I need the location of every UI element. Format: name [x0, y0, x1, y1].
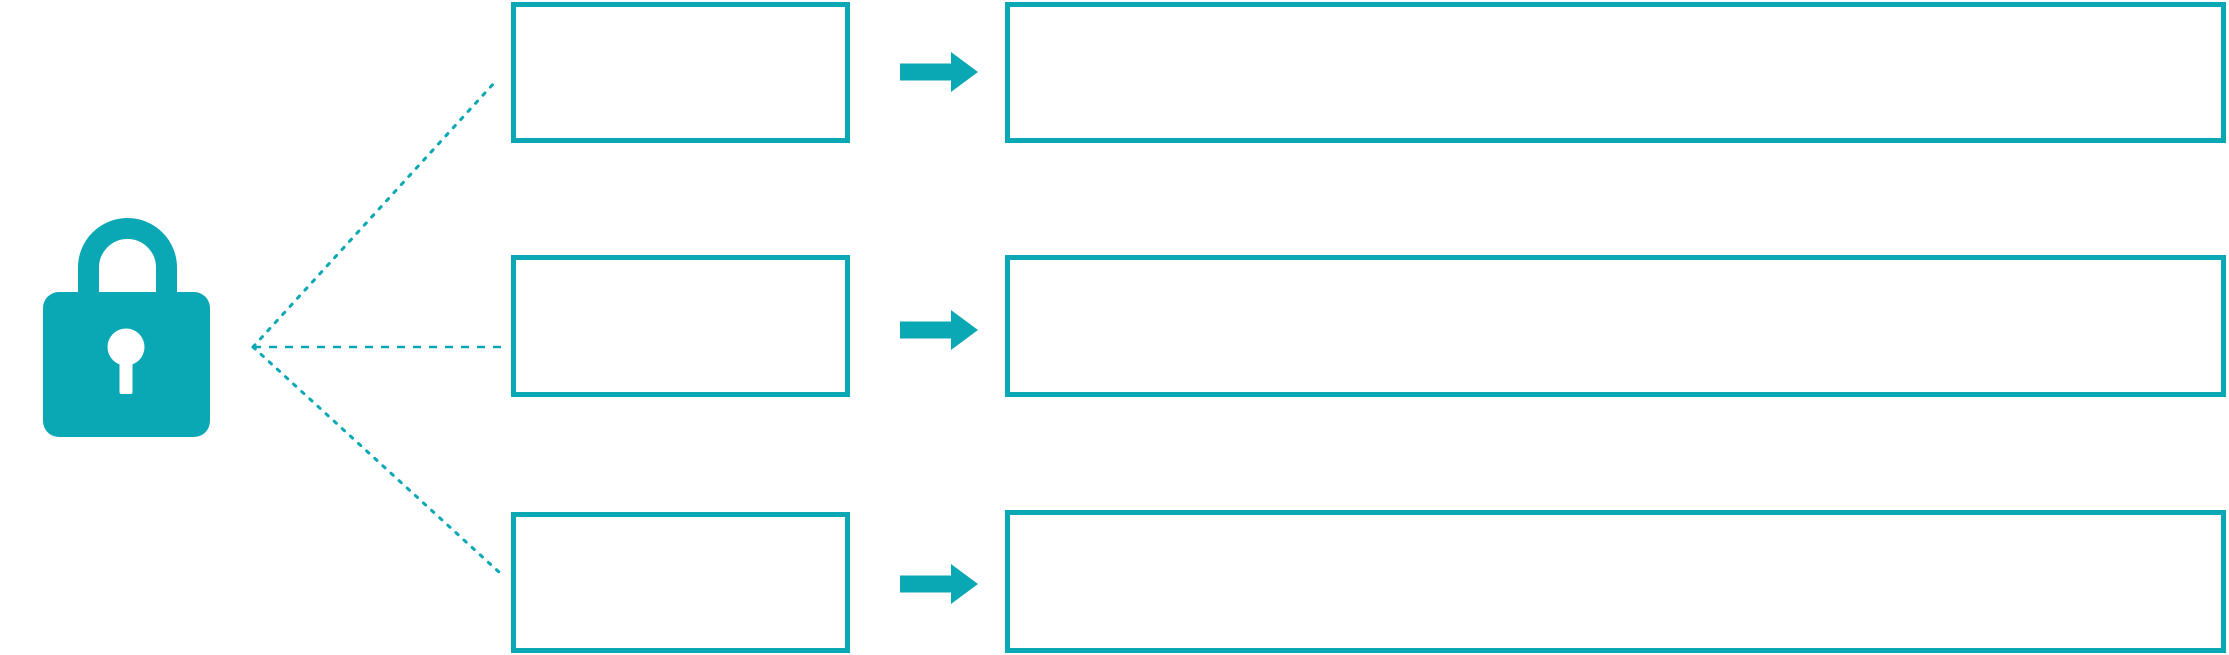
- description-box: [1005, 2, 2226, 143]
- description-box: [1005, 510, 2226, 653]
- lock-shackle: [78, 218, 177, 305]
- key-box: [511, 512, 850, 653]
- connector-line-bottom: [251, 345, 502, 575]
- connector-line-top: [251, 80, 497, 349]
- arrow-right-icon: [900, 52, 978, 92]
- arrow-right-icon: [900, 564, 978, 604]
- key-box: [511, 255, 850, 397]
- lock-icon: [43, 218, 210, 437]
- lock-keyhole-stem: [119, 347, 133, 394]
- diagram-row: [511, 510, 2226, 653]
- diagram-row: [511, 2, 2226, 143]
- key-box: [511, 2, 850, 143]
- arrow-right-icon: [900, 310, 978, 350]
- diagram-row: [511, 255, 2226, 397]
- description-box: [1005, 255, 2226, 397]
